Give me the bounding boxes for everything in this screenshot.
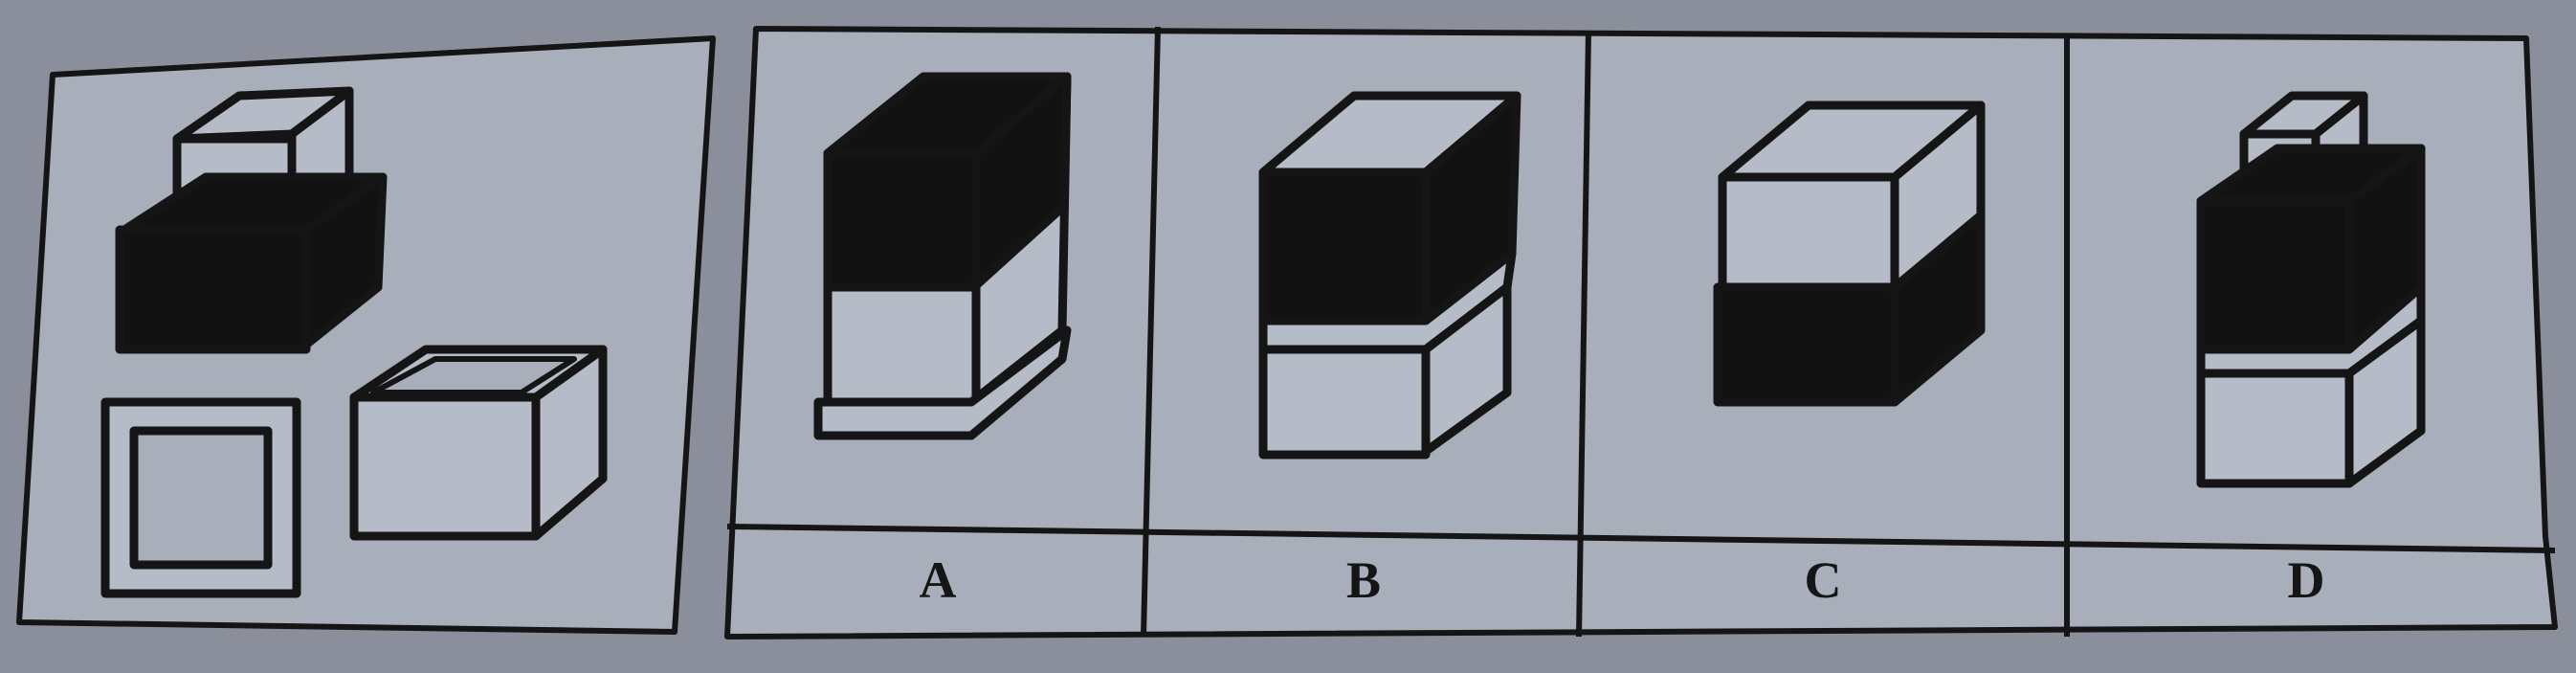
given-panel: [16, 35, 716, 635]
options-panel: [724, 26, 2558, 639]
given-square-frame: [100, 397, 301, 598]
option-c-label[interactable]: C: [1804, 551, 1842, 609]
option-a-label[interactable]: A: [919, 551, 957, 609]
option-d-figure: [2196, 91, 2426, 488]
given-open-box: [349, 345, 608, 541]
option-c-figure: [1713, 101, 1986, 407]
options-frame: [724, 26, 2558, 639]
option-a-figure: [813, 72, 1072, 440]
option-b-figure: [1258, 91, 1521, 460]
option-d-label[interactable]: D: [2287, 551, 2325, 609]
given-dark-ring: [115, 172, 388, 354]
option-b-label[interactable]: B: [1345, 551, 1382, 609]
